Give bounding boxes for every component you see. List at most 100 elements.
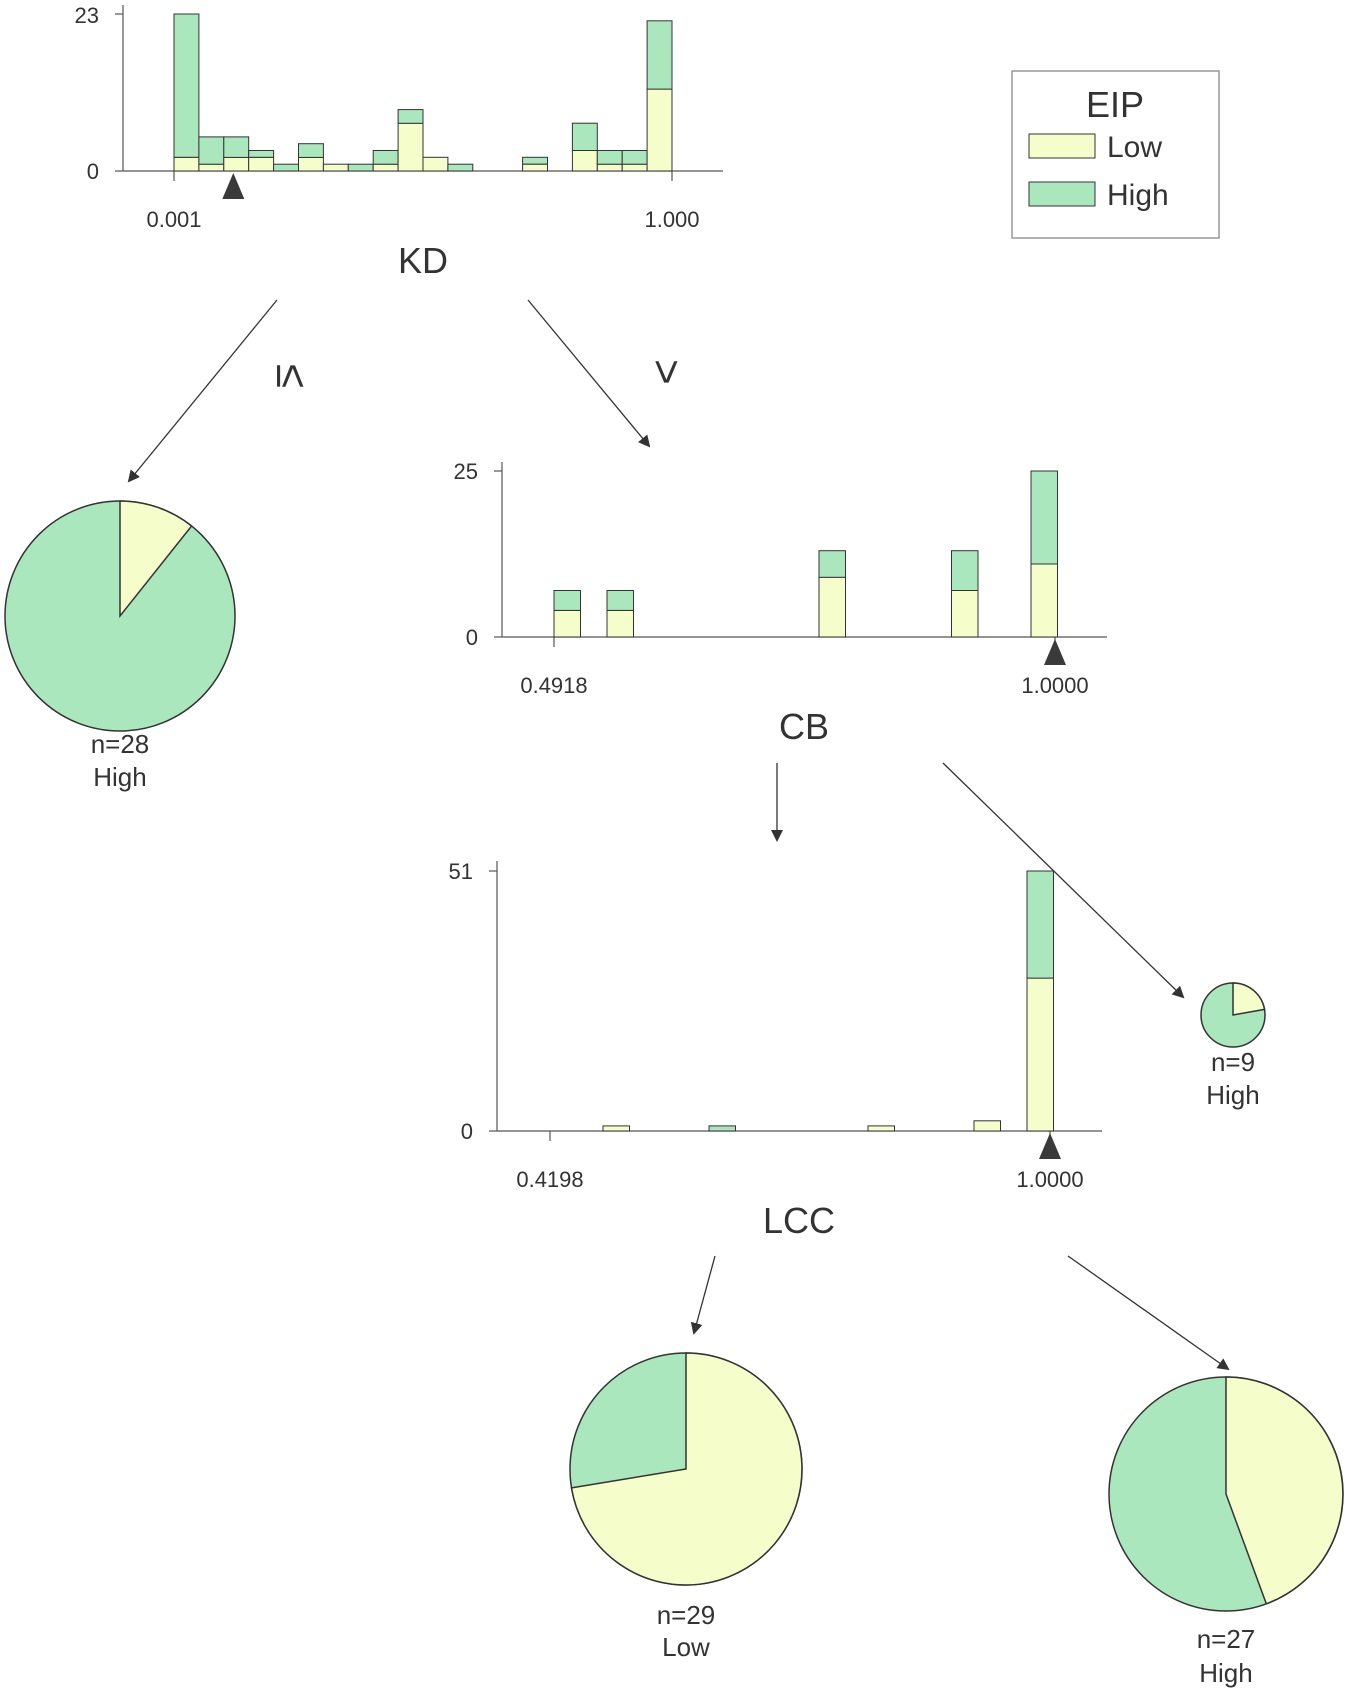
- histogram-cb: 25 0 0.4918 1.0000 CB: [454, 459, 1107, 747]
- leaf-class: Low: [662, 1632, 710, 1662]
- bar-low: [867, 1125, 895, 1132]
- bar-high: [646, 20, 673, 90]
- bar-low: [602, 1125, 630, 1132]
- histogram-lcc: 0 51 0.4198 1.0000 LCC: [449, 859, 1102, 1241]
- bar-high: [818, 550, 846, 578]
- bar-low: [298, 156, 324, 172]
- edge-lcc-le: [690, 1255, 716, 1335]
- bars: [173, 13, 673, 172]
- feature-label-cb: CB: [779, 706, 829, 747]
- bar-low: [621, 163, 648, 172]
- legend-swatch-low: [1028, 133, 1096, 159]
- x-label-max: 1.000: [644, 207, 699, 232]
- bar-high: [1026, 870, 1054, 979]
- x-label-min: 0.4198: [516, 1167, 583, 1192]
- edge-kd-gt: [527, 299, 651, 448]
- split-marker: [222, 173, 245, 199]
- bar-high: [248, 150, 275, 158]
- bars: [602, 870, 1054, 1132]
- bar-low: [397, 122, 424, 172]
- leaf-pie-n28: n=28 High: [4, 500, 236, 792]
- pie-low-slice: [119, 500, 193, 619]
- bar-high: [951, 550, 979, 592]
- y-label-zero: 0: [461, 1119, 473, 1144]
- bar-low: [422, 156, 449, 172]
- histogram-kd: 23 0 0.001 1.000 KD: [75, 3, 723, 281]
- leaf-class: High: [1206, 1080, 1259, 1110]
- bar-low: [223, 156, 250, 172]
- bar-low: [951, 590, 979, 638]
- legend-swatch-high: [1028, 181, 1096, 207]
- bar-high: [708, 1125, 736, 1132]
- bar-high: [298, 143, 324, 158]
- tree-edges: ≤ >: [127, 299, 1230, 1371]
- split-marker: [1039, 1133, 1061, 1159]
- y-label-zero: 0: [87, 159, 99, 184]
- bar-high: [553, 590, 581, 611]
- edge-label-gt: >: [642, 359, 691, 385]
- leaf-count: n=27: [1197, 1624, 1256, 1654]
- leaf-pie-n27: n=27 High: [1108, 1376, 1344, 1688]
- edge-lcc-gt: [1067, 1255, 1230, 1371]
- x-label-min: 0.001: [146, 207, 201, 232]
- bar-high: [596, 150, 623, 165]
- leaf-count: n=9: [1211, 1047, 1255, 1077]
- x-label-max: 1.0000: [1016, 1167, 1083, 1192]
- bar-high: [347, 163, 374, 172]
- bar-high: [372, 150, 399, 165]
- bar-high: [198, 136, 225, 165]
- y-label-max: 23: [75, 3, 99, 28]
- bar-low: [596, 163, 623, 172]
- pie-low-slice: [1232, 982, 1266, 1016]
- bar-low: [646, 88, 673, 172]
- bar-high: [522, 156, 548, 165]
- legend-title: EIP: [1086, 84, 1144, 125]
- bar-low: [1026, 977, 1054, 1132]
- pie-low-slice: [1225, 1376, 1344, 1605]
- leaf-pie-n29: n=29 Low: [569, 1352, 803, 1662]
- bar-low: [571, 150, 598, 172]
- edge-kd-le: [127, 299, 278, 483]
- bar-low: [322, 163, 349, 172]
- split-marker: [1044, 639, 1066, 665]
- bar-low: [973, 1120, 1001, 1132]
- bar-low: [606, 609, 634, 638]
- leaf-pie-n9: n=9 High: [1200, 982, 1266, 1110]
- y-label-max: 25: [454, 459, 478, 484]
- legend: EIP Low High: [1011, 70, 1220, 239]
- bar-low: [173, 156, 200, 172]
- bar-low: [553, 609, 581, 638]
- leaf-class: High: [93, 762, 146, 792]
- bar-low: [372, 163, 399, 172]
- edge-cb-gt: [942, 762, 1185, 999]
- bar-low: [522, 163, 548, 172]
- bar-high: [1030, 470, 1058, 565]
- feature-label-lcc: LCC: [763, 1200, 835, 1241]
- bar-low: [1030, 563, 1058, 638]
- y-label-zero: 0: [466, 625, 478, 650]
- bar-high: [606, 590, 634, 611]
- bar-low: [248, 156, 275, 172]
- leaf-count: n=29: [657, 1600, 716, 1630]
- pie-low-slice: [570, 1352, 803, 1586]
- bar-high: [397, 109, 424, 124]
- bar-high: [571, 122, 598, 151]
- x-label-min: 0.4918: [520, 673, 587, 698]
- legend-label-low: Low: [1107, 131, 1162, 164]
- bar-high: [173, 13, 200, 158]
- x-label-max: 1.0000: [1021, 673, 1088, 698]
- bar-high: [621, 150, 648, 165]
- y-label-max: 51: [449, 859, 473, 884]
- bar-high: [447, 163, 474, 172]
- bars: [553, 470, 1058, 638]
- bar-low: [198, 163, 225, 172]
- bar-high: [273, 163, 300, 172]
- leaf-class: High: [1199, 1658, 1252, 1688]
- bar-high: [223, 136, 250, 158]
- legend-label-high: High: [1107, 179, 1169, 212]
- feature-label-kd: KD: [398, 240, 448, 281]
- bar-low: [818, 576, 846, 638]
- leaf-count: n=28: [91, 729, 150, 759]
- edge-label-le: ≤: [267, 364, 316, 388]
